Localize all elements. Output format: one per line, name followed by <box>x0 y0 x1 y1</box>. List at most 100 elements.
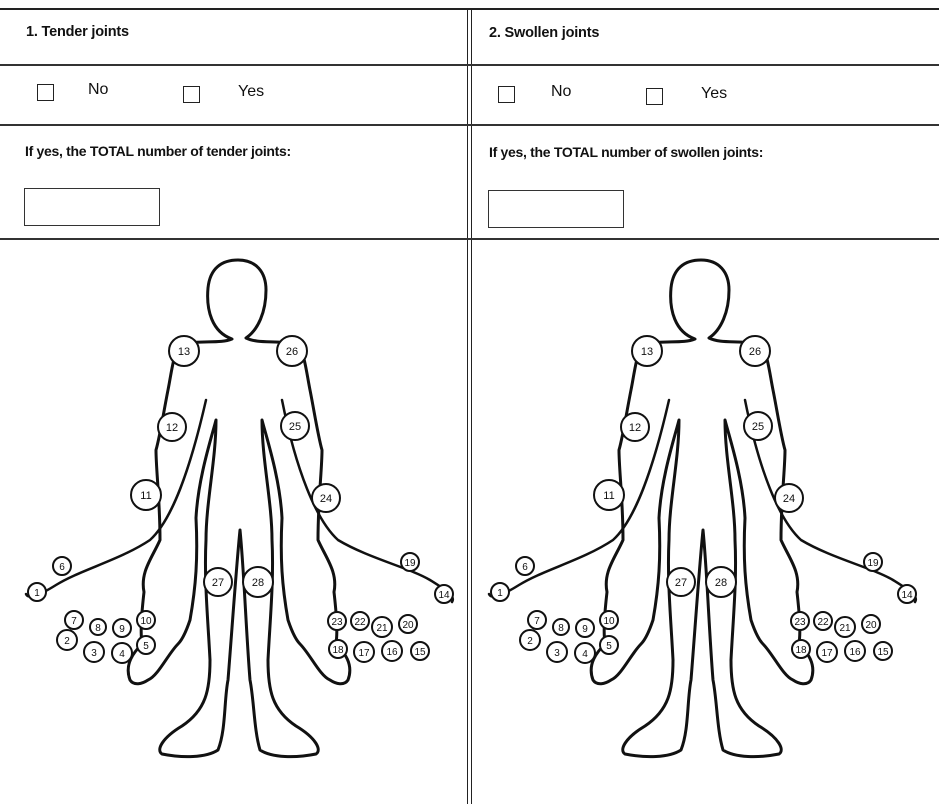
tender-no-checkbox[interactable] <box>37 84 54 101</box>
swollen-joint-6[interactable]: 6 <box>516 557 534 575</box>
tender-joint-19[interactable]: 19 <box>401 553 419 571</box>
joint-number: 19 <box>404 558 416 569</box>
tender-joint-12[interactable]: 12 <box>158 413 186 441</box>
swollen-joint-2[interactable]: 2 <box>520 630 540 650</box>
tender-joint-14[interactable]: 14 <box>435 585 453 603</box>
tender-joint-16[interactable]: 16 <box>382 641 402 661</box>
swollen-joint-11[interactable]: 11 <box>594 480 624 510</box>
swollen-joint-19[interactable]: 19 <box>864 553 882 571</box>
swollen-joint-17[interactable]: 17 <box>817 642 837 662</box>
swollen-joint-1[interactable]: 1 <box>491 583 509 601</box>
joint-number: 7 <box>534 616 540 627</box>
swollen-joint-22[interactable]: 22 <box>814 612 832 630</box>
tender-joint-6[interactable]: 6 <box>53 557 71 575</box>
joint-number: 20 <box>865 620 877 631</box>
joint-number: 4 <box>119 649 125 660</box>
joint-number: 13 <box>641 346 653 358</box>
tender-joint-21[interactable]: 21 <box>372 617 392 637</box>
swollen-joint-21[interactable]: 21 <box>835 617 855 637</box>
joint-number: 12 <box>166 422 178 434</box>
swollen-yes-checkbox[interactable] <box>646 88 663 105</box>
joint-number: 5 <box>606 641 612 652</box>
swollen-total-input[interactable] <box>488 190 624 228</box>
tender-joint-27[interactable]: 27 <box>204 568 232 596</box>
tender-joint-5[interactable]: 5 <box>137 636 155 654</box>
joint-number: 1 <box>34 588 40 599</box>
swollen-joint-23[interactable]: 23 <box>791 612 809 630</box>
swollen-joint-10[interactable]: 10 <box>600 611 618 629</box>
joint-number: 27 <box>212 577 224 589</box>
row-divider <box>0 124 939 126</box>
swollen-yes-label: Yes <box>701 85 727 103</box>
joint-number: 8 <box>95 623 101 634</box>
tender-joint-7[interactable]: 7 <box>65 611 83 629</box>
joint-number: 15 <box>414 647 426 658</box>
tender-joint-18[interactable]: 18 <box>329 640 347 658</box>
swollen-joint-3[interactable]: 3 <box>547 642 567 662</box>
tender-joint-26[interactable]: 26 <box>277 336 307 366</box>
tender-total-question: If yes, the TOTAL number of tender joint… <box>25 143 291 159</box>
joint-number: 23 <box>794 617 806 628</box>
tender-joint-4[interactable]: 4 <box>112 643 132 663</box>
joint-number: 10 <box>140 616 152 627</box>
tender-joint-3[interactable]: 3 <box>84 642 104 662</box>
tender-joint-9[interactable]: 9 <box>113 619 131 637</box>
swollen-joint-15[interactable]: 15 <box>874 642 892 660</box>
tender-joint-24[interactable]: 24 <box>312 484 340 512</box>
swollen-joint-27[interactable]: 27 <box>667 568 695 596</box>
tender-joint-11[interactable]: 11 <box>131 480 161 510</box>
joint-number: 23 <box>331 617 343 628</box>
tender-joint-22[interactable]: 22 <box>351 612 369 630</box>
joint-number: 11 <box>140 490 151 502</box>
swollen-joint-25[interactable]: 25 <box>744 412 772 440</box>
joint-number: 24 <box>320 493 332 505</box>
swollen-joint-24[interactable]: 24 <box>775 484 803 512</box>
swollen-joint-7[interactable]: 7 <box>528 611 546 629</box>
tender-joint-20[interactable]: 20 <box>399 615 417 633</box>
swollen-joint-20[interactable]: 20 <box>862 615 880 633</box>
tender-total-input[interactable] <box>24 188 160 226</box>
tender-yes-checkbox[interactable] <box>183 86 200 103</box>
joint-number: 1 <box>497 588 503 599</box>
joint-number: 12 <box>629 422 641 434</box>
joint-number: 18 <box>332 645 344 656</box>
joint-number: 25 <box>752 421 764 433</box>
tender-joint-17[interactable]: 17 <box>354 642 374 662</box>
tender-joint-15[interactable]: 15 <box>411 642 429 660</box>
tender-joint-1[interactable]: 1 <box>28 583 46 601</box>
swollen-no-checkbox[interactable] <box>498 86 515 103</box>
swollen-joint-12[interactable]: 12 <box>621 413 649 441</box>
joint-number: 6 <box>59 562 65 573</box>
joint-number: 26 <box>749 346 761 358</box>
tender-no-label: No <box>88 81 108 99</box>
joint-number: 28 <box>715 577 727 589</box>
joint-number: 14 <box>901 590 913 601</box>
tender-joint-8[interactable]: 8 <box>90 619 106 635</box>
swollen-joint-4[interactable]: 4 <box>575 643 595 663</box>
swollen-joint-16[interactable]: 16 <box>845 641 865 661</box>
tender-joint-28[interactable]: 28 <box>243 567 273 597</box>
tender-joint-23[interactable]: 23 <box>328 612 346 630</box>
swollen-joint-18[interactable]: 18 <box>792 640 810 658</box>
swollen-joint-13[interactable]: 13 <box>632 336 662 366</box>
swollen-joint-26[interactable]: 26 <box>740 336 770 366</box>
swollen-joint-28[interactable]: 28 <box>706 567 736 597</box>
joint-number: 4 <box>582 649 588 660</box>
swollen-joint-14[interactable]: 14 <box>898 585 916 603</box>
joint-number: 3 <box>554 648 560 659</box>
tender-joint-2[interactable]: 2 <box>57 630 77 650</box>
joint-number: 25 <box>289 421 301 433</box>
tender-joint-25[interactable]: 25 <box>281 412 309 440</box>
joint-number: 22 <box>817 617 829 628</box>
tender-joint-10[interactable]: 10 <box>137 611 155 629</box>
joint-number: 16 <box>386 647 398 658</box>
joint-number: 20 <box>402 620 414 631</box>
tender-joint-13[interactable]: 13 <box>169 336 199 366</box>
swollen-joint-8[interactable]: 8 <box>553 619 569 635</box>
swollen-joint-9[interactable]: 9 <box>576 619 594 637</box>
swollen-joint-5[interactable]: 5 <box>600 636 618 654</box>
joint-number: 15 <box>877 647 889 658</box>
